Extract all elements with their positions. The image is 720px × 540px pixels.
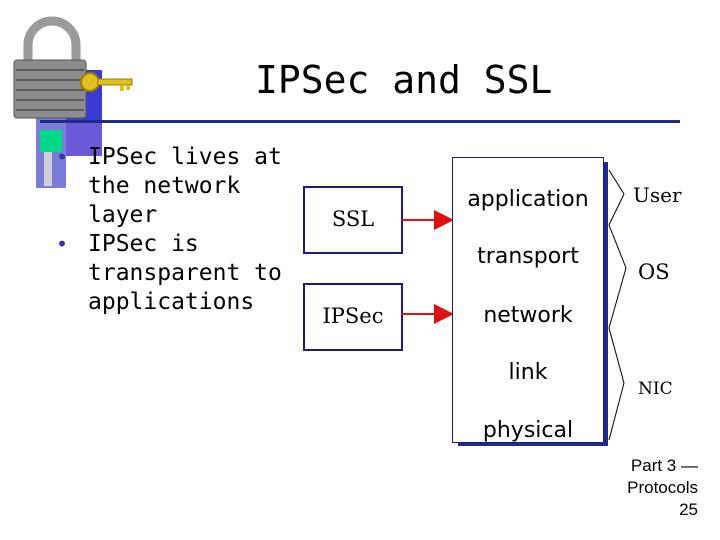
slide-footer: Part 3 — Protocols 25 bbox=[627, 455, 698, 521]
protocol-stack: application transport network link physi… bbox=[452, 157, 604, 443]
os-bracket-line bbox=[608, 267, 627, 329]
bullet-dot-icon: • bbox=[56, 232, 69, 256]
slide-title: IPSec and SSL bbox=[255, 58, 553, 102]
layer-network: network bbox=[483, 303, 573, 328]
bullet-dot-icon: • bbox=[56, 145, 69, 169]
layer-physical: physical bbox=[482, 418, 574, 443]
ssl-label: SSL bbox=[331, 207, 375, 231]
bullet-item: • IPSec lives at the network layer bbox=[56, 143, 296, 230]
bullet-list: • IPSec lives at the network layer • IPS… bbox=[56, 143, 296, 317]
bullet-text: IPSec lives at the network layer bbox=[88, 144, 282, 228]
ipsec-label: IPSec bbox=[322, 304, 384, 328]
page-number: 25 bbox=[679, 500, 698, 519]
side-label-user: User bbox=[633, 183, 682, 207]
side-label-os: OS bbox=[638, 260, 670, 284]
bullet-text: IPSec is transparent to applications bbox=[88, 231, 282, 315]
ssl-box: SSL bbox=[303, 186, 403, 254]
os-bracket-line bbox=[608, 224, 627, 269]
ipsec-box: IPSec bbox=[303, 283, 403, 351]
side-label-nic: NIC bbox=[638, 379, 673, 399]
bullet-item: • IPSec is transparent to applications bbox=[56, 230, 296, 317]
footer-protocols: Protocols bbox=[627, 478, 698, 497]
footer-part: Part 3 — bbox=[630, 456, 698, 475]
user-bracket-line bbox=[608, 169, 625, 195]
layer-application: application bbox=[467, 187, 589, 212]
nic-bracket-line bbox=[608, 327, 625, 384]
user-bracket-line bbox=[608, 193, 625, 226]
layer-transport: transport bbox=[477, 244, 579, 269]
layer-link: link bbox=[508, 360, 548, 385]
logo-padlock-key-icon bbox=[0, 0, 140, 190]
nic-bracket-line bbox=[608, 382, 625, 441]
title-underline bbox=[40, 120, 680, 123]
